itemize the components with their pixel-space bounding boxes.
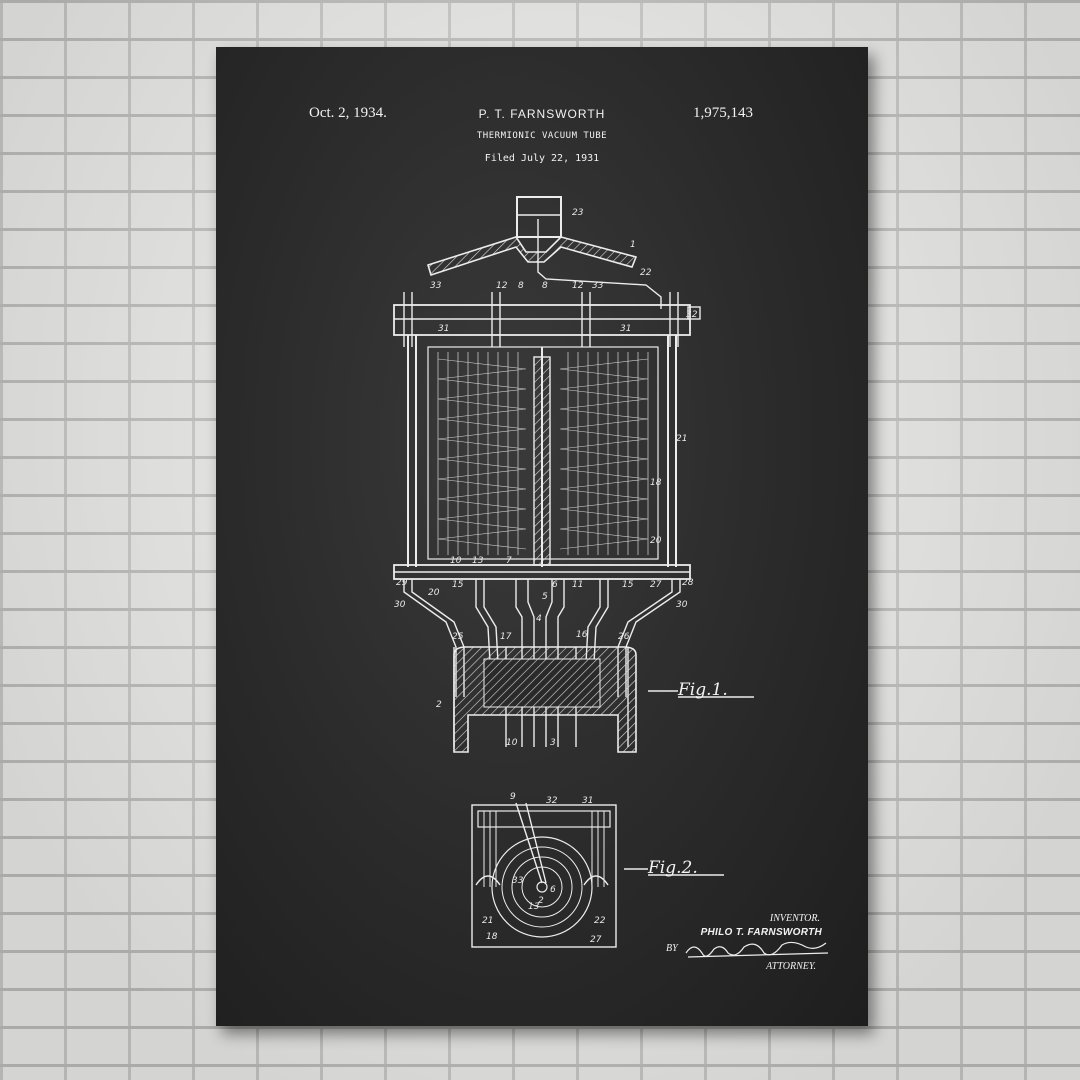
- ref-6: 6: [552, 580, 558, 590]
- fig2-ref-33: 33: [512, 876, 524, 886]
- fig2-ref-numbers: 9 32 31 33 6 2 21 13 18 22 27: [482, 792, 606, 945]
- ref-30b: 30: [676, 600, 688, 610]
- ref-11: 11: [572, 580, 583, 590]
- ref-32: 32: [686, 310, 698, 320]
- fig1-cylinder: [393, 335, 691, 580]
- ref-33b: 33: [592, 281, 604, 291]
- ref-33a: 33: [430, 281, 442, 291]
- fig1-label: Fig.1.: [677, 680, 728, 700]
- vacuum-tube-drawing: Fig.1. 23 1 22 33 12 8 8 12 33 32 31 31 …: [393, 196, 829, 958]
- ref-7: 7: [506, 556, 512, 566]
- patent-date: Oct. 2, 1934.: [309, 105, 387, 121]
- inventor-header: P. T. FARNSWORTH: [478, 107, 606, 121]
- fig2-ref-9: 9: [510, 792, 516, 802]
- fig2-ref-32: 32: [546, 796, 558, 806]
- patent-number: 1,975,143: [693, 105, 753, 121]
- attorney-label: ATTORNEY.: [766, 961, 816, 972]
- ref-8a: 8: [518, 281, 524, 291]
- fig2-ref-31: 31: [582, 796, 593, 806]
- ref-30a: 30: [394, 600, 406, 610]
- ref-16: 16: [576, 630, 588, 640]
- patent-poster: Oct. 2, 1934. P. T. FARNSWORTH 1,975,143…: [216, 47, 868, 1026]
- fig2-ref-27: 27: [590, 935, 602, 945]
- ref-27: 27: [650, 580, 662, 590]
- fig1-base: [453, 646, 637, 753]
- fig2-ref-18: 18: [486, 932, 498, 942]
- fig2-ref-2: 2: [538, 896, 544, 906]
- ref-5: 5: [542, 592, 548, 602]
- ref-18: 18: [650, 478, 662, 488]
- fig2-ref-21: 21: [482, 916, 493, 926]
- fig1-top-cap: [427, 196, 662, 309]
- fig2-ref-22: 22: [594, 916, 606, 926]
- ref-26: 26: [618, 632, 630, 642]
- ref-25: 25: [452, 632, 464, 642]
- ref-29: 29: [396, 578, 408, 588]
- ref-2: 2: [436, 700, 442, 710]
- ref-4: 4: [536, 614, 542, 624]
- fig1-ref-numbers: 23 1 22 33 12 8 8 12 33 32 31 31 21 18 2…: [394, 208, 698, 748]
- ref-10: 10: [450, 556, 462, 566]
- ref-21: 21: [676, 434, 687, 444]
- fig2-ref-13: 13: [528, 902, 540, 912]
- ref-23: 23: [572, 208, 584, 218]
- ref-10b: 10: [506, 738, 518, 748]
- ref-12a: 12: [496, 281, 508, 291]
- attorney-signature: [685, 941, 829, 958]
- fig2-label-group: Fig.2.: [624, 858, 724, 878]
- patent-title: THERMIONIC VACUUM TUBE: [476, 131, 608, 141]
- fig2-ref-6: 6: [550, 885, 556, 895]
- ref-3: 3: [550, 738, 556, 748]
- ref-22: 22: [640, 268, 652, 278]
- ref-13: 13: [472, 556, 484, 566]
- fig2-drawing: [471, 802, 617, 948]
- ref-20a: 20: [650, 536, 662, 546]
- ref-15a: 15: [452, 580, 464, 590]
- ref-31b: 31: [620, 324, 631, 334]
- filed-date: Filed July 22, 1931: [484, 153, 600, 164]
- fig2-label: Fig.2.: [647, 858, 698, 878]
- ref-31a: 31: [438, 324, 449, 334]
- by-label: BY: [666, 943, 679, 954]
- ref-1: 1: [630, 240, 636, 250]
- ref-20b: 20: [428, 588, 440, 598]
- fig1-label-group: Fig.1.: [648, 680, 754, 700]
- ref-12b: 12: [572, 281, 584, 291]
- ref-8b: 8: [542, 281, 548, 291]
- ref-15b: 15: [622, 580, 634, 590]
- inventor-label: INVENTOR.: [769, 913, 820, 924]
- fig1-top-plate: [393, 292, 701, 347]
- ref-17: 17: [500, 632, 512, 642]
- inventor-name: PHILO T. FARNSWORTH: [700, 927, 822, 938]
- ref-28: 28: [682, 578, 694, 588]
